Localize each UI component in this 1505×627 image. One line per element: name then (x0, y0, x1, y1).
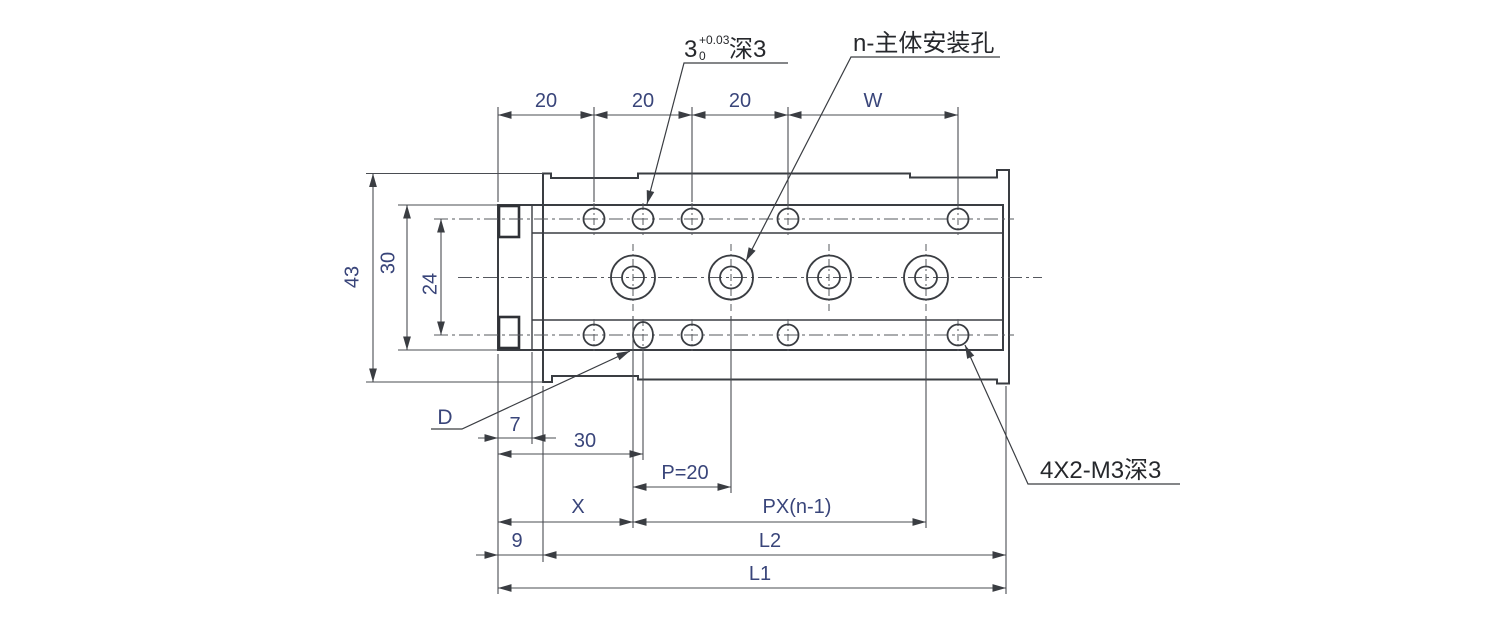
dim-side-43: 43 (341, 266, 363, 288)
dim-bottom-px: PX(n-1) (763, 496, 832, 518)
dim-bottom-l2: L2 (759, 530, 781, 552)
dowel-label: D (437, 406, 452, 429)
dim-top-20-b: 20 (632, 90, 654, 112)
extension-lines (366, 107, 1007, 594)
thread-holes-top-row (582, 207, 970, 231)
dowel-leader (431, 350, 631, 430)
dim-bottom-9: 9 (511, 530, 522, 552)
dim-top-w: W (864, 90, 883, 112)
dim-bottom-p20: P=20 (661, 462, 708, 484)
table-outline (497, 204, 1004, 351)
dimension-lines (372, 114, 1006, 589)
dim-side-30: 30 (377, 252, 399, 274)
pin-hole-dia: 3 (684, 36, 697, 63)
dim-bottom-7: 7 (509, 414, 520, 436)
thread-note-leader (964, 344, 1180, 485)
dim-bottom-l1: L1 (749, 563, 771, 585)
mounting-hole-leader (745, 56, 1000, 262)
leader-lines (431, 56, 1180, 485)
pin-hole-tol-upper: +0.03 (699, 33, 730, 47)
thread-note-label: 4X2-M3深3 (1040, 457, 1161, 484)
body-mounting-holes (610, 254, 949, 301)
dim-bottom-x: X (571, 496, 584, 518)
dim-top-20-a: 20 (535, 90, 557, 112)
dim-side-24: 24 (419, 273, 441, 295)
annotation-text: 3 +0.03 0 深3 n-主体安装孔 4X2-M3深3 D (437, 30, 1161, 484)
dimension-text: 20 20 20 W 43 30 24 7 30 P=20 X PX(n-1) … (341, 90, 882, 585)
dim-top-20-c: 20 (729, 90, 751, 112)
body-outline (542, 169, 1010, 385)
dim-bottom-30: 30 (574, 430, 596, 452)
end-stopper-tabs (497, 204, 521, 350)
pin-hole-tol-lower: 0 (699, 49, 706, 63)
dimension-arrows (369, 111, 1006, 592)
pin-hole-leader (646, 62, 788, 205)
mounting-hole-label: n-主体安装孔 (853, 30, 994, 57)
pin-hole-depth: 深3 (729, 36, 766, 63)
